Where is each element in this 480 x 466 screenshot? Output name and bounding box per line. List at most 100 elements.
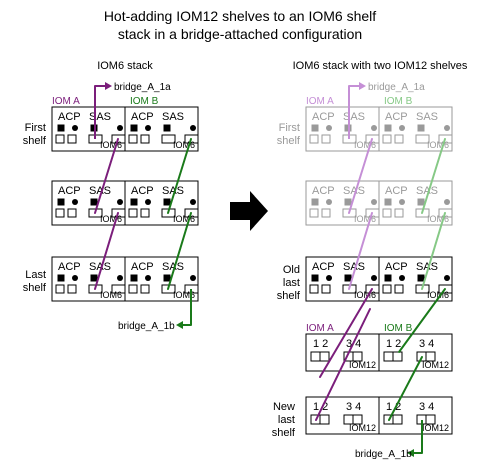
cable-iom-a-new: [315, 308, 371, 421]
arrow-icon: [176, 321, 183, 329]
acp-port-icon: [321, 134, 331, 144]
acp-port-icon: [128, 134, 138, 144]
cable-iom-b-chain: [167, 138, 192, 214]
cable-bridge-a-1a: [348, 85, 359, 139]
arrow-icon: [105, 82, 112, 90]
shelf-label-last: shelf: [23, 282, 47, 294]
acp-port-icon: [326, 125, 332, 131]
iom6-module-outline: [124, 256, 199, 302]
shelf-label-new-last: shelf: [272, 427, 296, 439]
sas-port-icon: [344, 198, 352, 206]
acp-port-icon: [130, 124, 138, 132]
shelf-label-old-last: shelf: [277, 290, 301, 302]
cable-iom-b-new: [398, 288, 446, 353]
acp-port-icon: [67, 134, 77, 144]
sas-port-icon: [417, 124, 425, 132]
sas-port-icon: [117, 125, 123, 131]
acp-port-icon: [72, 199, 78, 205]
cable-iom-b-chain: [167, 212, 192, 290]
iom6-label: IOM6: [173, 140, 195, 150]
sas-label: SAS: [162, 261, 184, 273]
acp-port-icon: [309, 284, 319, 294]
bridge-a-1a-label: bridge_A_1a: [368, 82, 425, 93]
sas-label: SAS: [343, 111, 365, 123]
acp-port-icon: [67, 208, 77, 218]
cable-bridge-a-1b: [183, 289, 192, 326]
sas-port-icon: [117, 199, 123, 205]
iom12-label: IOM12: [349, 360, 376, 370]
cable-iom-a-chain: [94, 138, 119, 214]
shelf-label-old-last: last: [283, 277, 300, 289]
sas-label: SAS: [343, 185, 365, 197]
sas-label: SAS: [162, 185, 184, 197]
sas-label: SAS: [416, 261, 438, 273]
shelf-label-old-last: Old: [283, 264, 300, 276]
shelf-label-first: First: [279, 122, 300, 134]
ports-3-4-label: 3 4: [346, 401, 361, 413]
iom6-label: IOM6: [100, 290, 122, 300]
sas-port-icon: [190, 199, 196, 205]
acp-label: ACP: [131, 111, 154, 123]
shelf-label-first: First: [25, 122, 46, 134]
cable-iom-a-new: [319, 288, 373, 378]
right-stack-heading: IOM6 stack with two IOM12 shelves: [293, 60, 468, 72]
acp-port-icon: [326, 275, 332, 281]
acp-label: ACP: [58, 261, 81, 273]
sas-port-icon: [371, 275, 377, 281]
acp-label: ACP: [385, 261, 408, 273]
acp-port-icon: [145, 275, 151, 281]
iom6-module-outline: [378, 106, 453, 152]
sas-port-icon: [190, 125, 196, 131]
iom6-label: IOM6: [427, 290, 449, 300]
acp-port-icon: [384, 124, 392, 132]
iom12-label: IOM12: [422, 360, 449, 370]
acp-port-icon: [140, 134, 150, 144]
iom6-label: IOM6: [100, 140, 122, 150]
sas-label: SAS: [416, 185, 438, 197]
iom-b-label-faded: IOM B: [384, 96, 413, 107]
cable-bridge-a-1b: [414, 420, 423, 454]
arrow-icon: [359, 82, 366, 90]
acp-port-icon: [399, 199, 405, 205]
acp-port-icon: [399, 275, 405, 281]
acp-port-icon: [382, 284, 392, 294]
iom6-label: IOM6: [173, 290, 195, 300]
sas-port-icon: [444, 125, 450, 131]
diagram-title-line1: Hot-adding IOM12 shelves to an IOM6 shel…: [103, 8, 377, 24]
sas-port-icon: [417, 198, 425, 206]
sas-port-icon: [417, 274, 425, 282]
iom6-module-outline: [124, 180, 199, 226]
acp-port-icon: [394, 208, 404, 218]
acp-port-icon: [394, 134, 404, 144]
acp-port-icon: [72, 125, 78, 131]
acp-port-icon: [382, 134, 392, 144]
acp-port-icon: [128, 208, 138, 218]
acp-label: ACP: [312, 261, 335, 273]
sas-port-icon: [190, 275, 196, 281]
acp-port-icon: [72, 275, 78, 281]
iom6-module-outline: [124, 106, 199, 152]
right-arrow-icon: [230, 191, 268, 231]
sas-square-port-icon: [415, 134, 430, 144]
acp-label: ACP: [58, 111, 81, 123]
acp-port-icon: [140, 284, 150, 294]
acp-port-icon: [57, 274, 65, 282]
acp-port-icon: [57, 124, 65, 132]
acp-label: ACP: [385, 185, 408, 197]
iom12-module-outline: [378, 396, 453, 435]
acp-port-icon: [128, 284, 138, 294]
shelf-label-new-last: last: [278, 414, 295, 426]
iom-a-label-faded: IOM A: [306, 96, 334, 107]
iom6-label: IOM6: [354, 214, 376, 224]
sas-circle-port-icon: [184, 134, 199, 144]
acp-port-icon: [326, 199, 332, 205]
iom-a-label: IOM A: [52, 96, 80, 107]
acp-port-icon: [384, 274, 392, 282]
